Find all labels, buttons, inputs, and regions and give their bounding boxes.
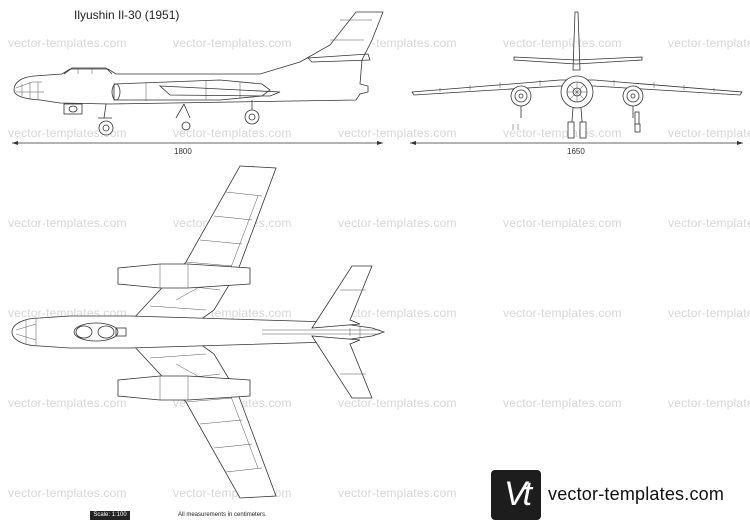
front-view-drawing: [411, 11, 743, 139]
watermark: vector-templates.com: [173, 126, 292, 140]
wingspan-dimension-line: [410, 141, 743, 145]
watermark: vector-templates.com: [503, 396, 622, 410]
watermark-row: vector-templates.com vector-templates.co…: [0, 216, 750, 230]
watermark: vector-templates.com: [668, 216, 750, 230]
watermark: vector-templates.com: [503, 126, 622, 140]
watermark: vector-templates.com: [338, 396, 457, 410]
brand-name[interactable]: vector-templates.com: [548, 484, 725, 504]
watermark: vector-templates.com: [668, 396, 750, 410]
watermark: vector-templates.com: [8, 396, 127, 410]
length-dimension-line: [12, 141, 383, 145]
watermark-row: vector-templates.com vector-templates.co…: [0, 126, 750, 140]
watermark: vector-templates.com: [338, 216, 457, 230]
watermark: vector-templates.com: [8, 216, 127, 230]
watermark: vector-templates.com: [8, 126, 127, 140]
top-view-drawing: [11, 165, 386, 499]
watermark: vector-templates.com: [668, 306, 750, 320]
watermark: vector-templates.com: [668, 126, 750, 140]
watermark: vector-templates.com: [8, 486, 127, 500]
watermark: vector-templates.com: [8, 36, 127, 50]
measurement-note: All measurements in centimeters.: [178, 512, 267, 518]
length-label: 1800: [174, 147, 192, 156]
watermark: vector-templates.com: [338, 126, 457, 140]
watermark: vector-templates.com: [173, 36, 292, 50]
watermark: vector-templates.com: [503, 306, 622, 320]
side-view-drawing: [13, 11, 384, 136]
drawing-title: Ilyushin Il-30 (1951): [74, 8, 180, 22]
watermark-row: vector-templates.com vector-templates.co…: [0, 396, 750, 410]
wingspan-label: 1650: [567, 147, 585, 156]
watermark: vector-templates.com: [338, 486, 457, 500]
vt-logo-icon: Vt: [491, 470, 541, 520]
scale-badge: Scale: 1:100: [90, 511, 130, 520]
watermark: vector-templates.com: [338, 306, 457, 320]
watermark: vector-templates.com: [668, 36, 750, 50]
watermark: vector-templates.com: [503, 216, 622, 230]
watermark: vector-templates.com: [503, 36, 622, 50]
